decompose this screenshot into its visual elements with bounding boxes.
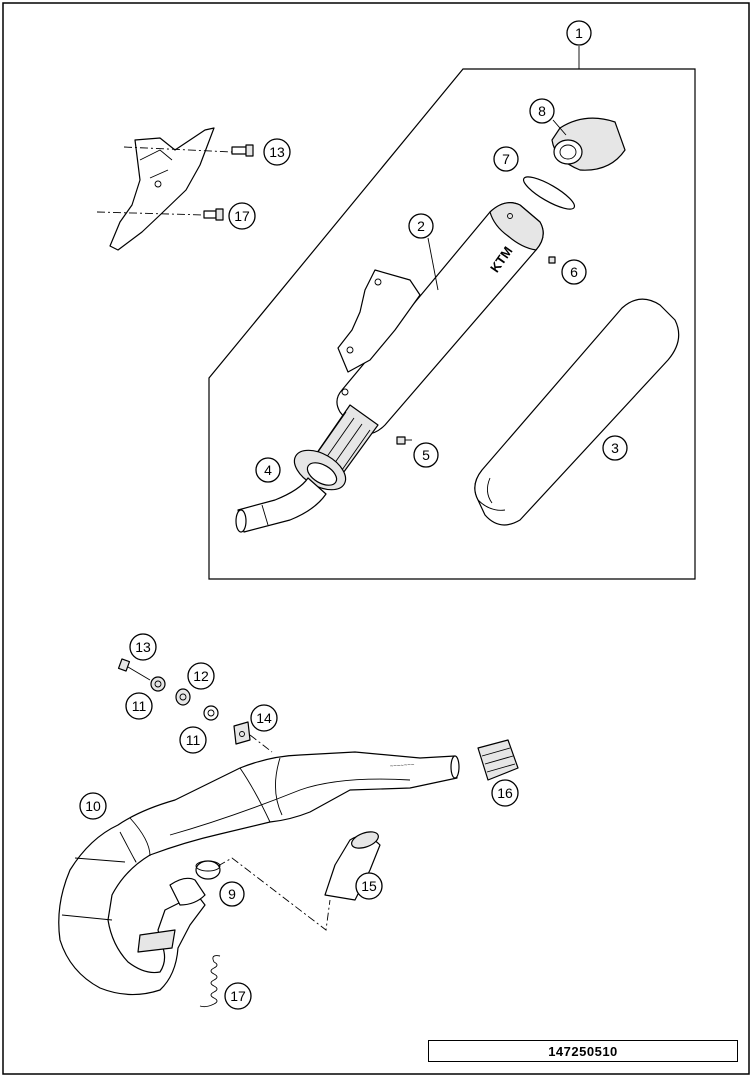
- callout-8: 8: [529, 98, 555, 124]
- o-ring-part-7: [522, 176, 576, 210]
- callout-5: 5: [413, 442, 439, 468]
- svg-text:15: 15: [361, 878, 377, 894]
- callout-10: 10: [79, 792, 107, 820]
- nut-part-6: [548, 256, 556, 264]
- screw-part-5: [396, 436, 412, 445]
- svg-text:7: 7: [502, 151, 510, 167]
- callout-15: 15: [355, 872, 383, 900]
- callout-12: 12: [187, 662, 215, 690]
- clip-nut-14: [233, 721, 273, 753]
- callout-2: 2: [408, 213, 434, 239]
- spring-part-17: [199, 955, 221, 1008]
- exhaust-pipe-part-10: ~~~~~~~: [58, 751, 460, 996]
- svg-text:1: 1: [575, 25, 583, 41]
- callout-11a: 11: [125, 692, 153, 720]
- svg-text:6: 6: [570, 264, 578, 280]
- washer-11-a: [150, 676, 166, 692]
- svg-text:8: 8: [538, 103, 546, 119]
- bolt-13-bottom: [117, 658, 151, 681]
- callout-6: 6: [561, 259, 587, 285]
- callout-11b: 11: [179, 726, 207, 754]
- svg-text:12: 12: [193, 668, 209, 684]
- svg-text:17: 17: [234, 208, 250, 224]
- svg-text:13: 13: [135, 639, 151, 655]
- svg-text:11: 11: [186, 732, 201, 748]
- manifold-part-15: [324, 831, 381, 901]
- callout-17b: 17: [224, 982, 252, 1010]
- grommet-12: [175, 688, 191, 706]
- end-cap-part-8: [551, 117, 626, 171]
- svg-text:3: 3: [611, 440, 619, 456]
- callout-4: 4: [255, 457, 281, 483]
- svg-text:2: 2: [417, 218, 425, 234]
- svg-text:16: 16: [497, 785, 513, 801]
- frame-bracket: [96, 127, 233, 251]
- connecting-pipe-part-4: [235, 449, 347, 533]
- svg-text:14: 14: [256, 710, 272, 726]
- svg-text:9: 9: [228, 886, 236, 902]
- callout-16: 16: [491, 779, 519, 807]
- part-number-label: 147250510: [428, 1040, 738, 1062]
- silencer-assembly-frame: [208, 68, 696, 580]
- svg-text:4: 4: [264, 462, 272, 478]
- callout-13b: 13: [129, 633, 157, 661]
- callout-7: 7: [493, 146, 519, 172]
- gasket-ring-part-9: [195, 860, 221, 880]
- callout-14: 14: [250, 704, 278, 732]
- svg-text:17: 17: [230, 988, 246, 1004]
- callout-13a: 13: [263, 138, 291, 166]
- callout-17a: 17: [228, 202, 256, 230]
- silencer-sleeve-part-3: [474, 298, 680, 526]
- rubber-sleeve-part-16: [477, 739, 519, 781]
- silencer-body-part-2: KTM: [336, 202, 544, 435]
- svg-text:10: 10: [85, 798, 101, 814]
- svg-text:~~~~~~~: ~~~~~~~: [390, 762, 415, 770]
- callout-3: 3: [602, 435, 628, 461]
- svg-text:5: 5: [422, 447, 430, 463]
- svg-text:11: 11: [132, 698, 147, 714]
- callout-9: 9: [219, 881, 245, 907]
- callout-1: 1: [566, 20, 592, 46]
- bolt-17-top: [203, 208, 224, 221]
- washer-11-b: [203, 705, 219, 721]
- bolt-13-top: [231, 144, 254, 157]
- svg-text:13: 13: [269, 144, 285, 160]
